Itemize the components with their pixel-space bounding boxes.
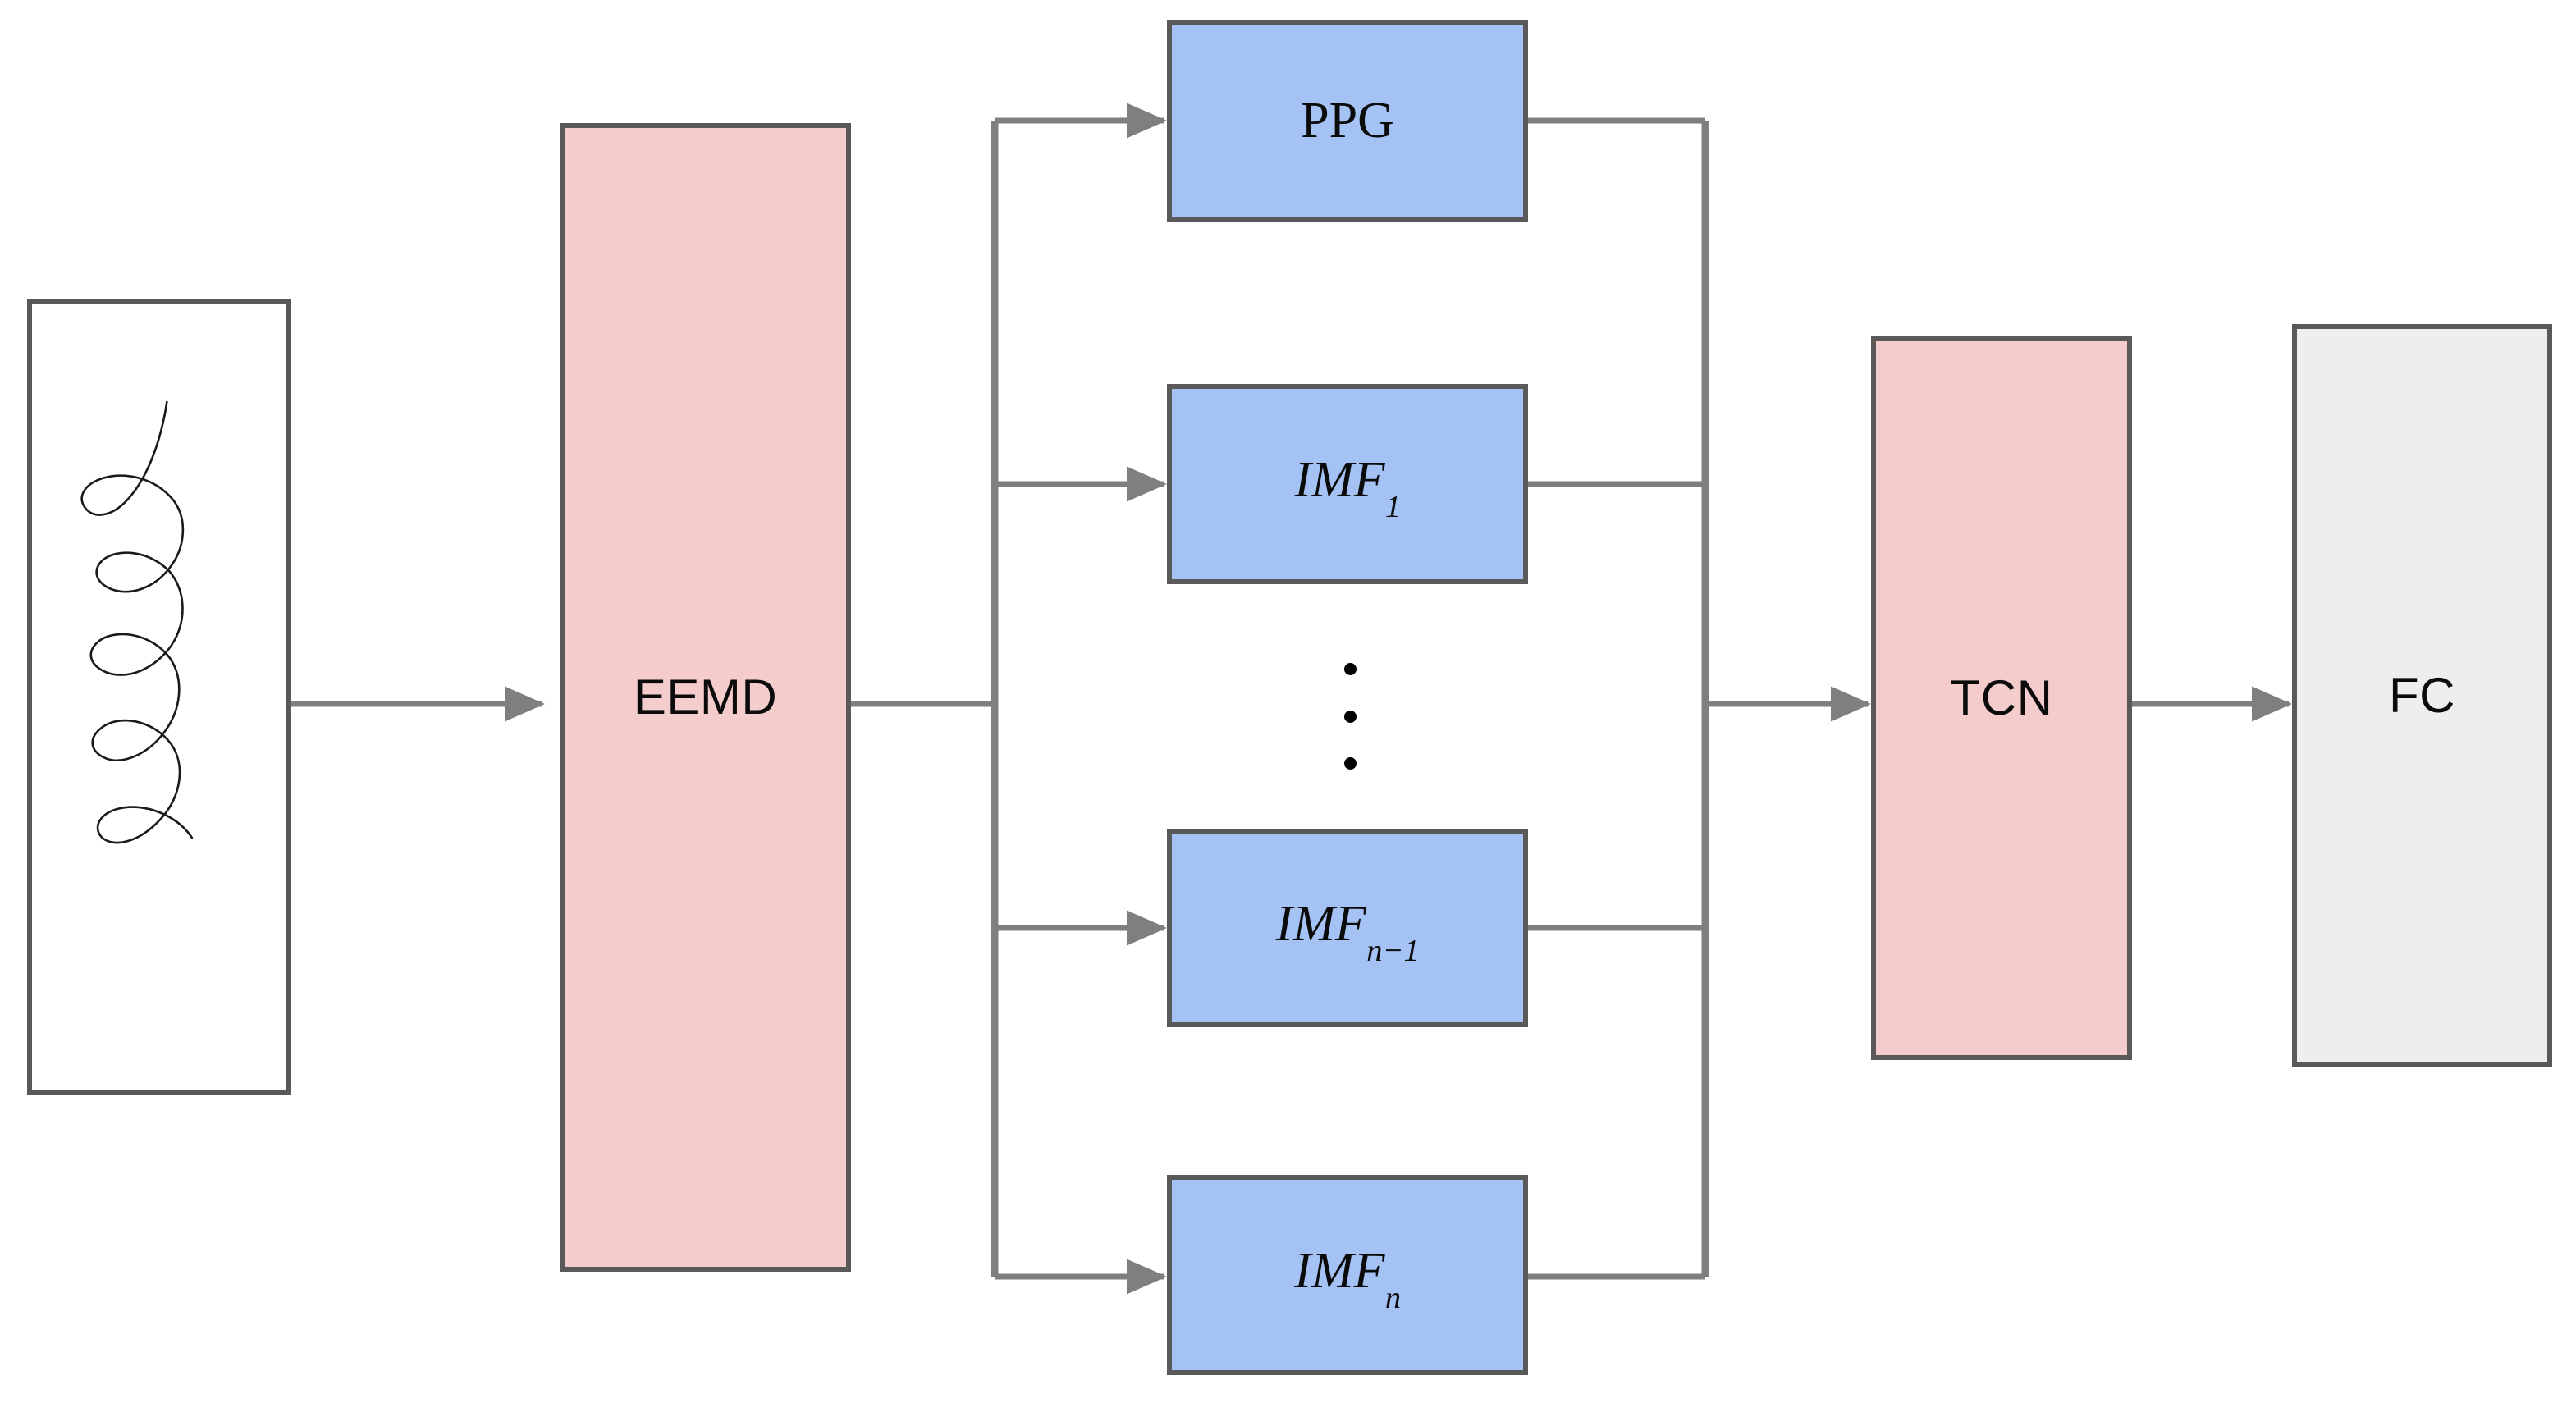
vertical-ellipsis-icon	[1344, 663, 1357, 770]
imf-1-subscript: 1	[1384, 490, 1402, 524]
ppg-box[interactable]: PPG	[1167, 20, 1528, 222]
ppg-label: PPG	[1301, 93, 1394, 149]
imf-n-subscript: n	[1384, 1281, 1402, 1315]
ellipsis-dot	[1344, 663, 1357, 675]
fc-label: FC	[2389, 667, 2455, 723]
imf-n-minus-1-base: IMF	[1275, 896, 1366, 953]
input-signal-box[interactable]	[27, 299, 291, 1095]
imf-n-base: IMF	[1294, 1243, 1385, 1300]
eemd-label: EEMD	[633, 670, 778, 724]
imf-n-box[interactable]: IMFn	[1167, 1175, 1528, 1375]
ellipsis-dot	[1344, 757, 1357, 770]
fc-box[interactable]: FC	[2292, 324, 2552, 1067]
ppg-waveform-icon	[32, 299, 286, 1095]
tcn-label: TCN	[1950, 670, 2053, 725]
imf-n-minus-1-subscript: n−1	[1366, 934, 1420, 968]
ellipsis-dot	[1344, 710, 1357, 723]
imf-n-label: IMFn	[1294, 1243, 1401, 1314]
tcn-box[interactable]: TCN	[1871, 336, 2132, 1060]
imf-n-minus-1-label: IMFn−1	[1275, 896, 1420, 967]
imf-n-minus-1-box[interactable]: IMFn−1	[1167, 829, 1528, 1027]
eemd-box[interactable]: EEMD	[560, 123, 851, 1272]
imf-1-box[interactable]: IMF1	[1167, 384, 1528, 584]
imf-1-base: IMF	[1294, 452, 1385, 509]
imf-1-label: IMF1	[1294, 452, 1401, 523]
